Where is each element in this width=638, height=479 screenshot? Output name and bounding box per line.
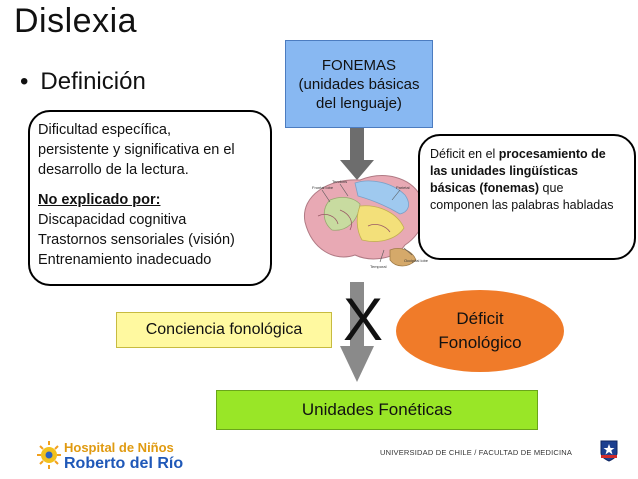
university-crest-icon bbox=[600, 440, 618, 462]
not-explained-label: No explicado por: bbox=[38, 192, 161, 208]
deficit-description-box: Déficit en el procesamiento de las unida… bbox=[418, 134, 636, 260]
cause-2: Trastornos sensoriales (visión) bbox=[38, 232, 235, 248]
cause-3: Entrenamiento inadecuado bbox=[38, 252, 212, 268]
conciencia-label: Conciencia fonológica bbox=[145, 321, 303, 338]
brain-label-1: Tendons bbox=[332, 179, 347, 184]
arrow-down-2 bbox=[340, 282, 374, 382]
bullet-definicion: • Definición bbox=[20, 68, 146, 96]
ellipse-line1: Déficit bbox=[456, 309, 504, 328]
fonemas-line2: (unidades básicas bbox=[298, 75, 420, 93]
deficit-text-post: que componen las palabras habladas bbox=[430, 181, 614, 212]
fonemas-line3: del lenguaje) bbox=[316, 94, 402, 112]
logo-text-line1: Hospital de Niños bbox=[64, 440, 174, 455]
slide-title: Dislexia bbox=[14, 2, 138, 40]
definition-line2: persistente y significativa en el bbox=[38, 142, 235, 158]
logo-text-line2: Roberto del Río bbox=[64, 455, 184, 472]
x-mark: X bbox=[343, 286, 384, 353]
definition-line1: Dificultad específica, bbox=[38, 122, 171, 138]
bullet-text: Definición bbox=[40, 68, 146, 95]
brain-label-3: Parietal bbox=[396, 185, 410, 190]
bullet-dot: • bbox=[20, 68, 29, 95]
unidades-foneticas-box: Unidades Fonéticas bbox=[216, 390, 538, 430]
conciencia-fonologica-box: Conciencia fonológica bbox=[116, 312, 332, 348]
brain-label-5: Occipital lobe bbox=[404, 258, 429, 263]
brain-label-4: Temporal bbox=[370, 264, 387, 269]
deficit-text-pre: Déficit en el bbox=[430, 147, 499, 161]
arrow-down-1 bbox=[340, 128, 374, 180]
definition-box: Dificultad específica, persistente y sig… bbox=[28, 110, 272, 286]
brain-illustration: Tendons Frontal lobe Parietal Temporal O… bbox=[304, 175, 429, 269]
brain-label-2: Frontal lobe bbox=[312, 185, 334, 190]
deficit-text-bold: procesamiento de las unidades lingüístic… bbox=[430, 147, 606, 195]
definition-line3: desarrollo de la lectura. bbox=[38, 162, 189, 178]
unidades-label: Unidades Fonéticas bbox=[301, 400, 453, 419]
fonemas-box: FONEMAS (unidades básicas del lenguaje) bbox=[285, 40, 433, 128]
hospital-logo-icon bbox=[37, 441, 61, 469]
footer-university-text: UNIVERSIDAD DE CHILE / FACULTAD DE MEDIC… bbox=[380, 448, 573, 457]
ellipse-line2: Fonológico bbox=[438, 333, 522, 352]
cause-1: Discapacidad cognitiva bbox=[38, 212, 187, 228]
fonemas-line1: FONEMAS bbox=[321, 56, 397, 74]
deficit-fonologico-ellipse: Déficit Fonológico bbox=[396, 290, 564, 372]
